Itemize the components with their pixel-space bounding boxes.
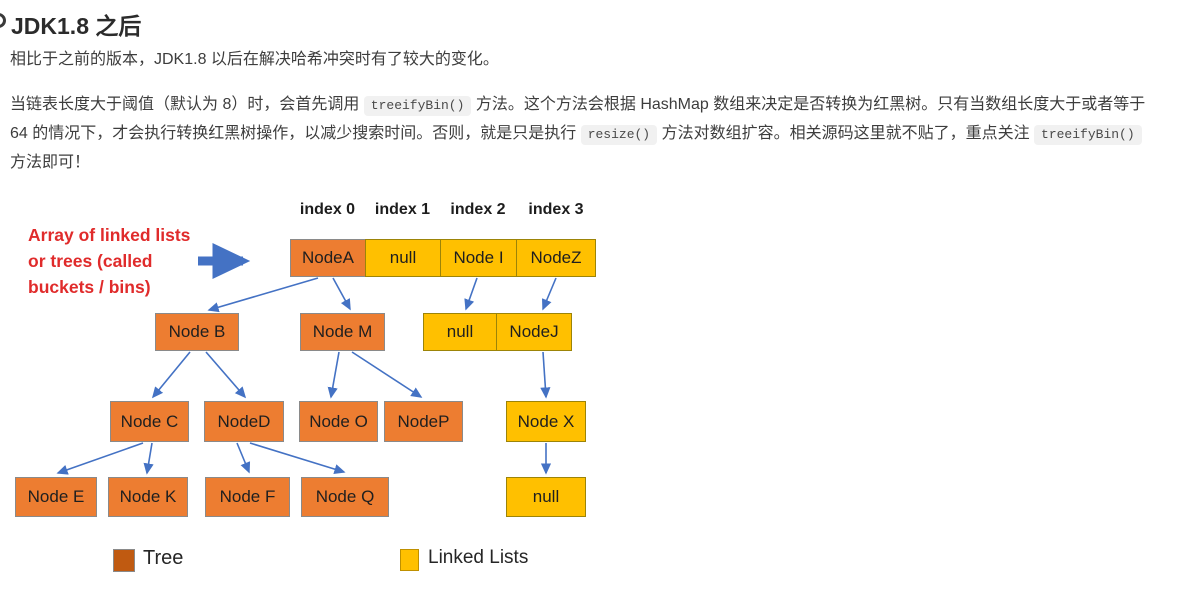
tree-node-k: Node K [108,477,188,517]
tree-node-c: Node C [110,401,189,442]
paragraph-intro: 相比于之前的版本，JDK1.8 以后在解决哈希冲突时有了较大的变化。 [10,51,499,68]
index-label-0: index 0 [299,201,356,218]
bucket-cell-node-a: NodeA [290,239,366,277]
legend-linked-swatch [400,549,419,571]
tree-node-o: Node O [299,401,378,442]
paragraph-text: 当链表长度大于阈值（默认为 8）时，会首先调用 [10,96,364,113]
annotation-line: Array of linked lists [28,225,191,245]
inline-code-resize: resize() [580,125,658,145]
list-node-null-4: null [506,477,586,517]
paragraph-text: 方法对数组扩容。相关源码这里就不贴了，重点关注 [657,125,1035,142]
tree-node-b: Node B [155,313,239,351]
legend-tree-label: Tree [143,547,184,569]
tree-node-d: NodeD [204,401,284,442]
tree-node-q: Node Q [301,477,389,517]
legend-tree-swatch [113,549,135,572]
inline-code-treeifybin-2: treeifyBin() [1034,125,1142,145]
bucket-cell-null: null [365,239,441,277]
list-node-null-2: null [423,313,497,351]
paragraph-treeify: 当链表长度大于阈值（默认为 8）时，会首先调用 treeifyBin() 方法。… [10,90,1153,177]
bucket-cell-node-i: Node I [440,239,517,277]
buckets-annotation: Array of linked lists or trees (called b… [28,222,190,300]
paragraph-text: 方法即可！ [10,154,91,171]
list-node-j: NodeJ [496,313,572,351]
legend-linked-label: Linked Lists [428,547,529,568]
annotation-line: buckets / bins) [28,277,151,297]
heading-anchor-link-icon[interactable] [0,13,6,28]
hashmap-buckets-diagram: index 0 index 1 index 2 index 3 Array of… [0,195,625,598]
list-node-x: Node X [506,401,586,442]
bucket-cell-node-z: NodeZ [516,239,596,277]
tree-node-p: NodeP [384,401,463,442]
inline-code-treeifybin: treeifyBin() [363,96,472,116]
tree-edges-arrows [56,243,557,475]
tree-node-f: Node F [205,477,290,517]
tree-node-e: Node E [15,477,97,517]
index-label-1: index 1 [374,201,431,218]
annotation-line: or trees (called [28,251,153,271]
tree-node-m: Node M [300,313,385,351]
index-label-2: index 2 [450,201,506,218]
page-title: JDK1.8 之后 [11,13,142,39]
paragraph-text: 方法。这个方法会根据 HashMap 数组来决定是否转换为红黑树。只有当数组长度… [10,96,1146,142]
index-label-3: index 3 [528,201,584,218]
